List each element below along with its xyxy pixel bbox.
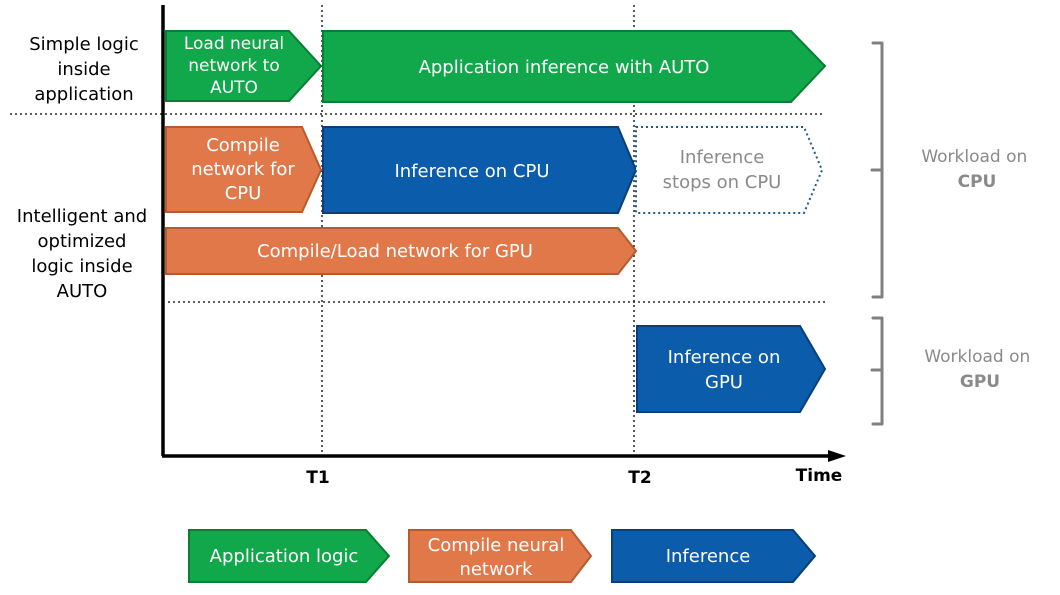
load-network-to-auto-bar [165,30,323,102]
inference-gpu-label: Inference on GPU [668,347,781,393]
load-network-to-auto-label-line-2: network to [188,56,280,76]
cpu-workload-brace [870,41,884,299]
application-inference-label: Application inference with AUTO [419,57,710,78]
cpu-workload-label: Workload on CPU [921,147,1032,192]
t2-label: T2 [628,468,651,488]
legend-compile-neural-network-label-line-1: Compile neural [428,535,565,556]
simple-logic-row-label-line-2: inside [57,59,110,80]
compile-network-cpu-label-line-3: CPU [225,183,262,204]
simple-logic-row-label: Simple logic inside application [29,34,139,105]
inference-cpu-label: Inference on CPU [394,161,549,182]
inference-gpu-label-line-2: GPU [705,372,743,393]
gpu-workload-brace [870,316,884,426]
load-network-to-auto-label-line-1: Load neural [184,34,284,54]
compile-network-cpu-bar [165,126,323,213]
legend-compile-neural-network-label-line-2: network [459,559,533,580]
application-inference-label-line-1: Application inference with AUTO [419,57,710,78]
intelligent-logic-row-label-line-3: logic inside [31,256,132,277]
x-axis-arrowhead [828,450,846,462]
intelligent-logic-row-label-line-4: AUTO [57,281,108,302]
intelligent-logic-row-label-line-2: optimized [38,231,127,252]
inference-stops-cpu-label: Inference stops on CPU [663,147,782,193]
inference-gpu-bar [636,325,827,413]
legend-application-logic-label-line-1: Application logic [210,546,359,567]
inference-stops-cpu-bar [635,126,824,214]
time-axis-label: Time [796,466,843,486]
inference-stops-cpu-label-line-2: stops on CPU [663,172,782,193]
application-inference-bar [322,30,827,103]
legend-inference-label: Inference [666,546,751,567]
legend-compile-neural-network-label: Compile neural network [428,535,565,580]
intelligent-logic-row-label-line-1: Intelligent and [17,206,147,227]
load-network-to-auto-label-line-3: AUTO [210,78,258,98]
legend-compile-neural-network-swatch [408,529,593,583]
legend-inference-label-line-1: Inference [666,546,751,567]
compile-load-gpu-label: Compile/Load network for GPU [257,241,533,262]
legend-application-logic-label: Application logic [210,546,359,567]
legend-application-logic-swatch [188,529,391,583]
inference-gpu-label-line-1: Inference on [668,347,781,368]
inference-cpu-label-line-1: Inference on CPU [394,161,549,182]
compile-load-gpu-bar [165,227,638,275]
legend-inference-swatch [611,529,817,583]
simple-logic-row-label-line-3: application [34,84,133,105]
inference-stops-cpu-label-line-1: Inference [680,147,765,168]
compile-network-cpu-label-line-2: network for [191,159,295,180]
t1-label: T1 [306,468,329,488]
inference-cpu-bar [322,126,638,214]
gpu-workload-label: Workload on GPU [924,347,1035,392]
compile-network-cpu-label-line-1: Compile [206,135,280,156]
simple-logic-row-label-line-1: Simple logic [29,34,139,55]
compile-load-gpu-label-line-1: Compile/Load network for GPU [257,241,533,262]
